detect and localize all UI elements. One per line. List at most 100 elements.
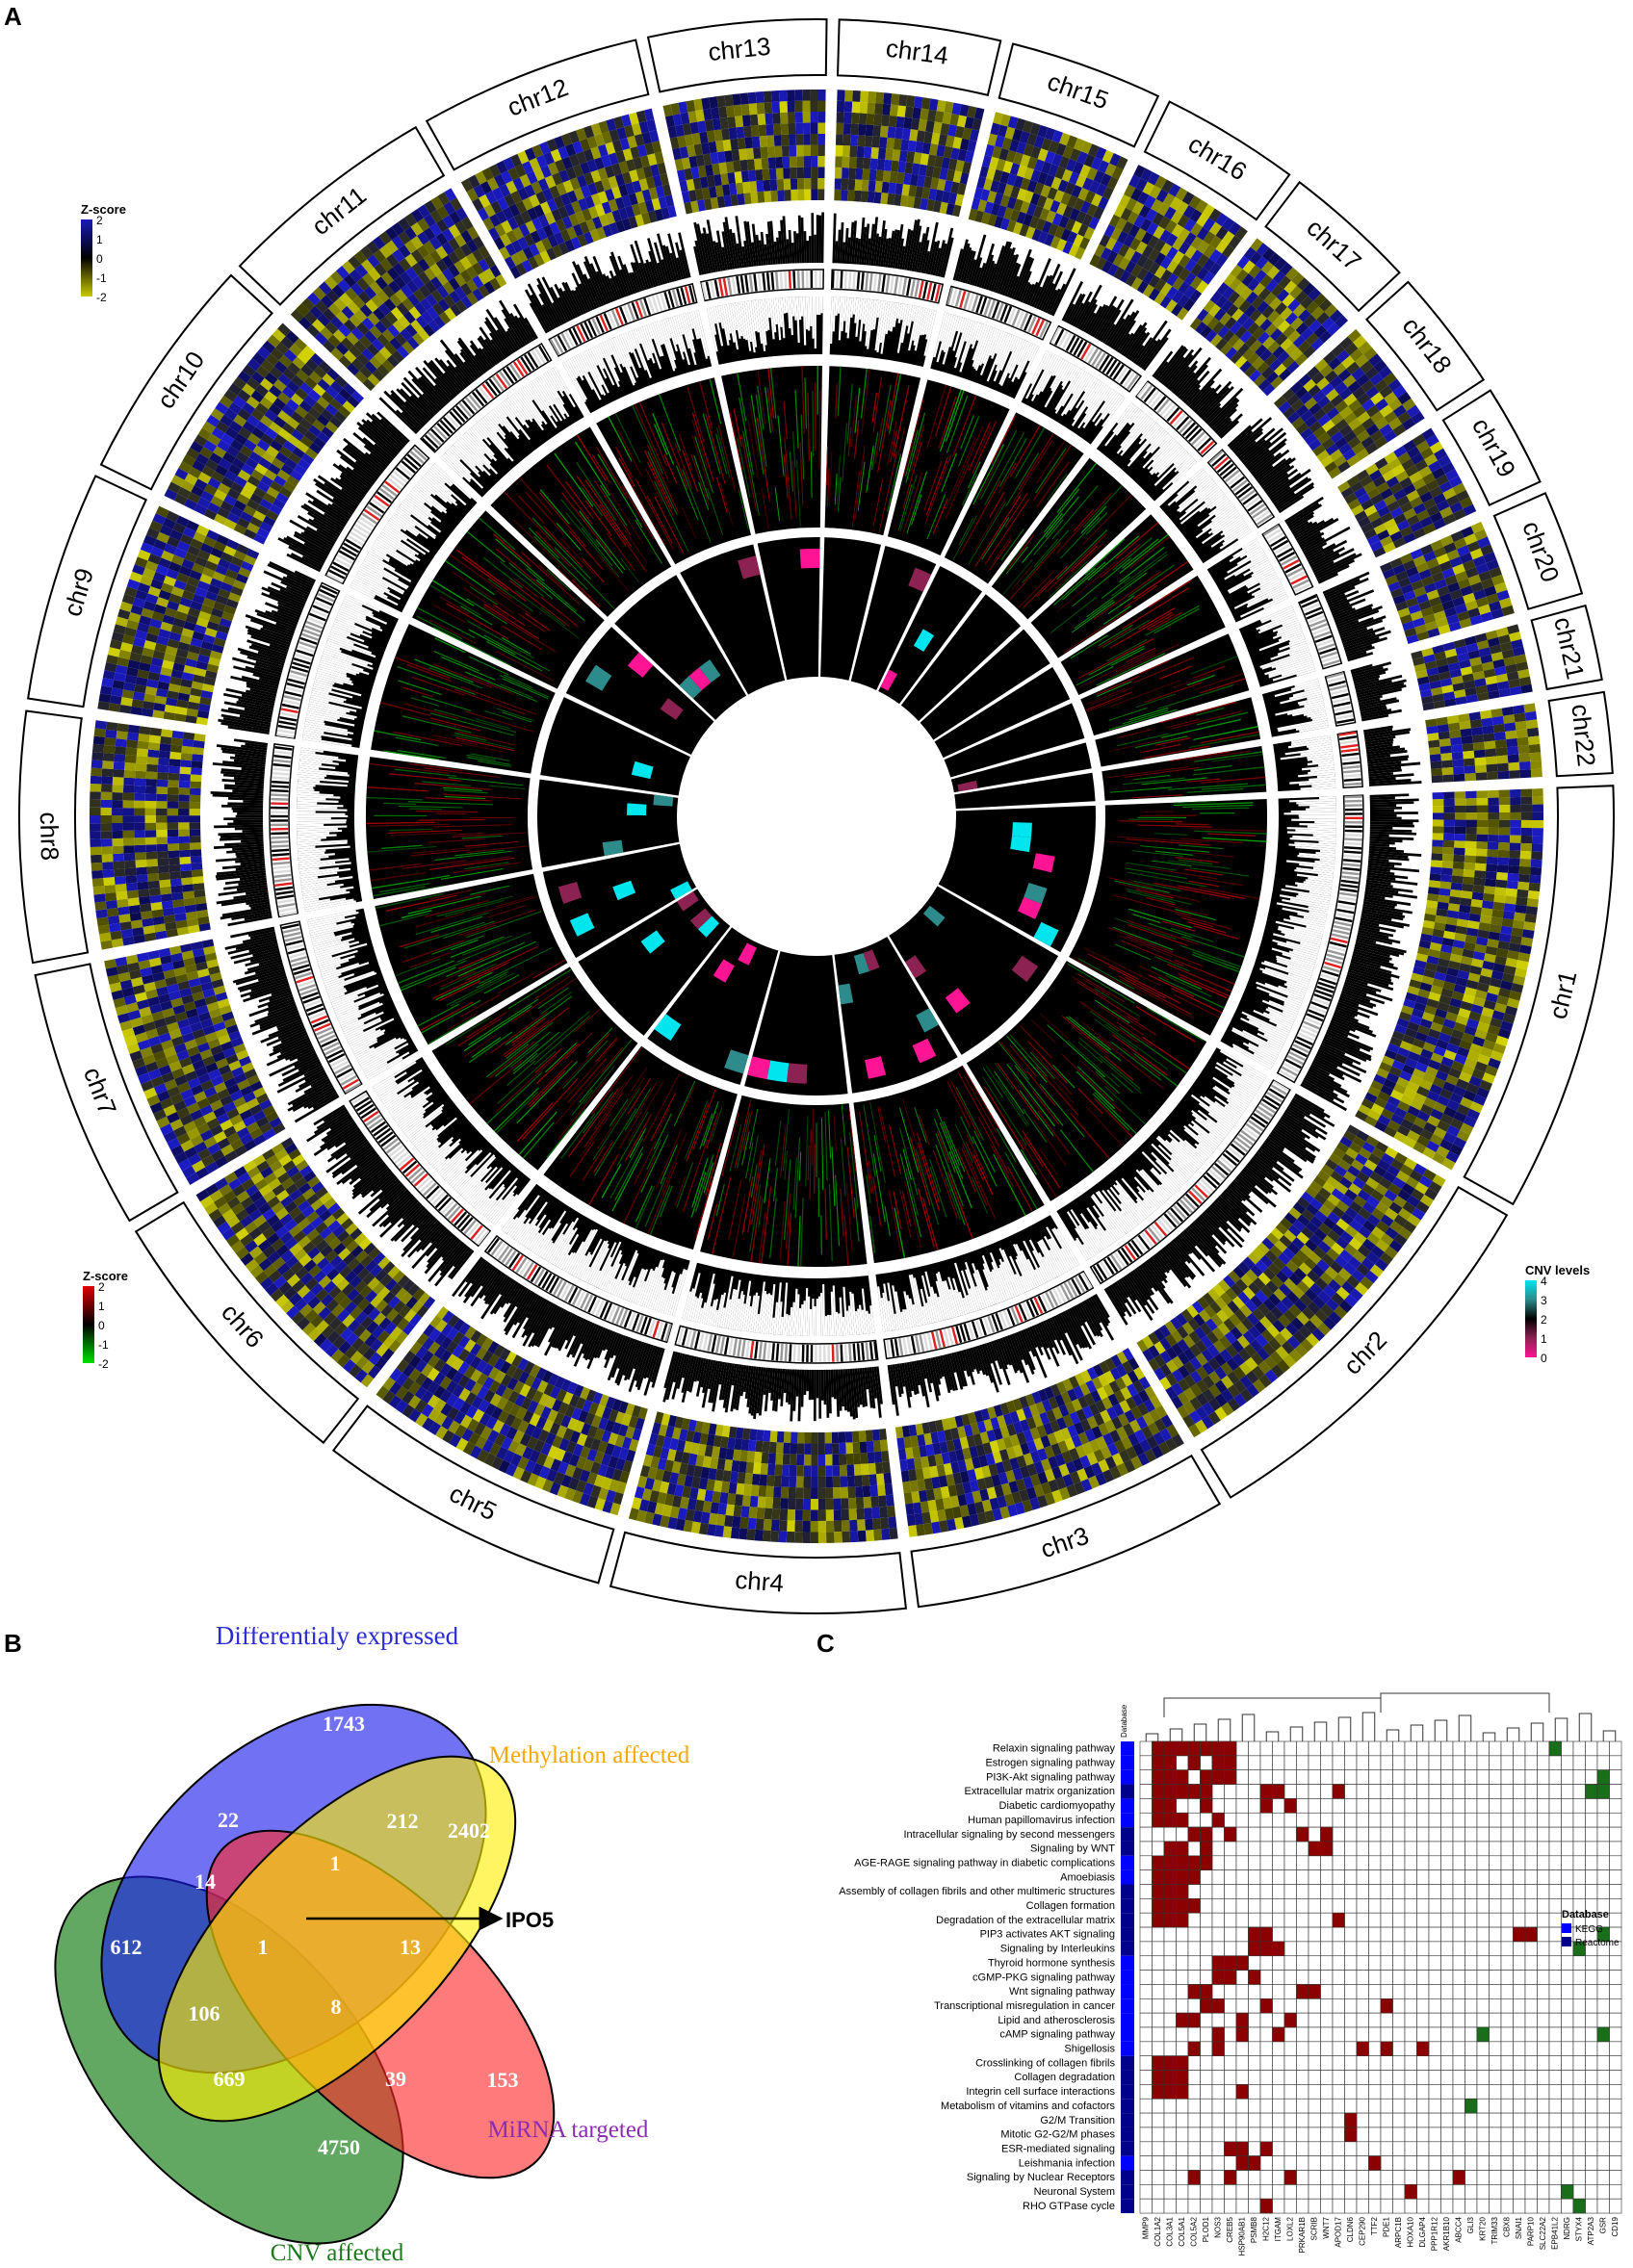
- chromosome-sector-chr17: chr17: [900, 180, 1401, 722]
- heatmap-cell: [1163, 2155, 1177, 2171]
- heatmap-cell: [1308, 2041, 1321, 2057]
- database-annotation-cell: [1121, 2184, 1134, 2200]
- pathway-label: Human papillomavirus infection: [968, 1815, 1115, 1826]
- heatmap-cell: [1272, 2141, 1285, 2156]
- heatmap-cell: [1283, 2198, 1297, 2214]
- chromosome-label-box: [609, 1531, 908, 1614]
- database-legend-label: KEGG: [1575, 1924, 1603, 1935]
- heatmap-cell: [1296, 1855, 1309, 1870]
- density-track-inner: [501, 1183, 690, 1317]
- heatmap-cell: [1259, 2155, 1273, 2171]
- heatmap-cell: [1224, 2198, 1237, 2214]
- heatmap-cell: [1211, 2155, 1225, 2171]
- heatmap-cell: [1452, 1784, 1465, 1799]
- chromosome-sector-chr5: chr5: [331, 927, 779, 1585]
- gene-label: CBX8: [1503, 2217, 1512, 2237]
- heatmap-cell: [1248, 1855, 1261, 1870]
- expression-heatmap-track: [662, 90, 826, 215]
- heatmap-cell: [1283, 1984, 1297, 1999]
- heatmap-cell: [1500, 1812, 1514, 1828]
- heatmap-cell: [1332, 1955, 1345, 1971]
- chromosome-label-box: [1143, 100, 1291, 221]
- heatmap-cell: [1152, 2170, 1165, 2185]
- heatmap-cell: [1139, 1740, 1153, 1757]
- heatmap-cell: [1152, 1841, 1165, 1857]
- heatmap-hit-cell: [1152, 2055, 1165, 2071]
- heatmap-cell: [1356, 2141, 1369, 2156]
- heatmap-cell: [1513, 1812, 1526, 1828]
- heatmap-hit-cell: [1152, 1898, 1165, 1914]
- heatmap-cell: [1296, 1955, 1309, 1971]
- density-track-inner: [296, 747, 363, 913]
- heatmap-cell: [1235, 2198, 1249, 2214]
- heatmap-cell: [1609, 1898, 1622, 1914]
- heatmap-cell: [1585, 2055, 1598, 2071]
- heatmap-cell: [1139, 1755, 1153, 1771]
- heatmap-cell: [1548, 1997, 1562, 2014]
- heatmap-cell: [1416, 1826, 1430, 1843]
- cnv-track: [540, 697, 690, 796]
- heatmap-cell: [1259, 1855, 1273, 1870]
- heatmap-cell: [1609, 1798, 1622, 1814]
- database-annotation-cell: [1121, 1869, 1134, 1885]
- heatmap-cell: [1344, 1755, 1358, 1771]
- heatmap-cell: [1524, 2184, 1538, 2200]
- heatmap-cell: [1368, 1841, 1382, 1857]
- heatmap-cell: [1283, 1812, 1297, 1828]
- heatmap-cell: [1465, 1984, 1478, 1999]
- ideogram-track: [1336, 730, 1363, 789]
- heatmap-cell: [1489, 1769, 1502, 1785]
- heatmap-cell: [1500, 1798, 1514, 1814]
- pathway-label: G2/M Transition: [1040, 2115, 1115, 2126]
- heatmap-cell: [1404, 1841, 1417, 1857]
- heatmap-cell: [1356, 2055, 1369, 2071]
- heatmap-cell: [1259, 1826, 1273, 1843]
- heatmap-cell: [1440, 1898, 1454, 1914]
- heatmap-cell: [1440, 1869, 1454, 1885]
- heatmap-cell: [1332, 2184, 1345, 2200]
- heatmap-cell: [1452, 1740, 1465, 1757]
- heatmap-hit-cell: [1248, 1970, 1261, 1985]
- chromosome-label-box: [331, 1405, 615, 1585]
- heatmap-cell: [1561, 2170, 1574, 2185]
- heatmap-cell: [1211, 1984, 1225, 1999]
- venn-diagram: Differentialy expressed Methylation affe…: [54, 1627, 690, 2266]
- heatmap-cell: [1259, 1841, 1273, 1857]
- density-track-outer: [1362, 721, 1423, 786]
- heatmap-cell: [1440, 2184, 1454, 2200]
- pathway-label: cAMP signaling pathway: [999, 2029, 1115, 2041]
- heatmap-cell: [1272, 1869, 1285, 1885]
- density-track-inner: [1273, 735, 1336, 791]
- heatmap-cell: [1235, 2112, 1249, 2128]
- heatmap-cell: [1585, 2041, 1598, 2057]
- heatmap-cell: [1416, 1997, 1430, 2014]
- heatmap-cell: [1380, 1884, 1393, 1899]
- cnv-track: [757, 537, 820, 681]
- cnv-levels-legend: CNV levels 4 3 2 1 0: [1525, 1263, 1612, 1369]
- heatmap-cell: [1176, 2026, 1189, 2043]
- heatmap-cell: [1320, 2184, 1334, 2200]
- heatmap-cell: [1332, 1898, 1345, 1914]
- heatmap-cell: [1139, 2012, 1153, 2028]
- heatmap-hit-cell: [1187, 1784, 1201, 1799]
- heatmap-cell: [1476, 2155, 1490, 2171]
- heatmap-hit-cell: [1176, 1784, 1189, 1799]
- heatmap-hit-cell: [1404, 2184, 1417, 2200]
- gene-label: GSR: [1599, 2217, 1608, 2234]
- heatmap-cell: [1489, 1855, 1502, 1870]
- heatmap-hit-cell: [1248, 2155, 1261, 2171]
- heatmap-cell: [1465, 1912, 1478, 1928]
- pathway-label: Shigellosis: [1064, 2044, 1115, 2055]
- heatmap-cell: [1476, 1984, 1490, 1999]
- heatmap-cell: [1476, 2098, 1490, 2114]
- heatmap-cell: [1283, 1997, 1297, 2014]
- panel-label-b: B: [4, 1629, 22, 1658]
- heatmap-cell: [1561, 2112, 1574, 2128]
- density-track-outer: [952, 228, 1076, 317]
- heatmap-cell: [1489, 2112, 1502, 2128]
- heatmap-cell: [1380, 1798, 1393, 1814]
- heatmap-cell: [1404, 2126, 1417, 2143]
- heatmap-cell: [1380, 1812, 1393, 1828]
- heatmap-hit-cell: [1283, 1798, 1297, 1814]
- database-annotation-cell: [1121, 1913, 1134, 1928]
